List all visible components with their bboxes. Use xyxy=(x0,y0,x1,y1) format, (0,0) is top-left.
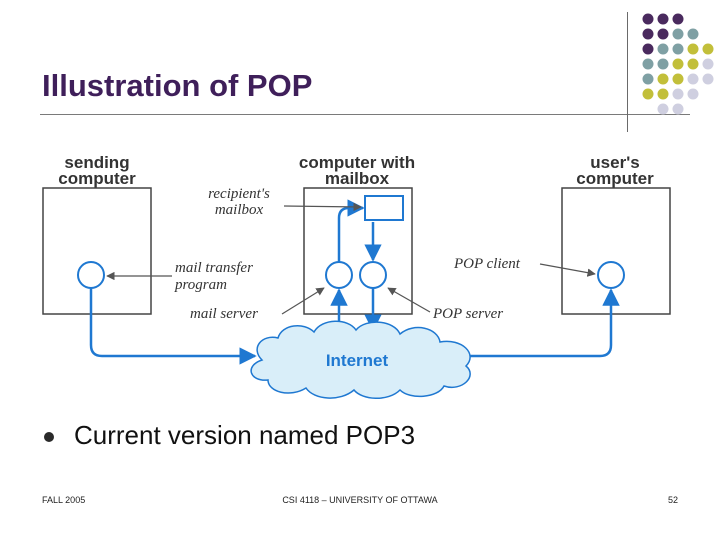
mail-server-circle xyxy=(325,261,353,289)
dot-grid-row-2 xyxy=(642,28,699,40)
mail-transfer-program-label: mail transfer xyxy=(175,260,253,276)
mailbox-computer-label-2: mailbox xyxy=(325,169,390,188)
footer-course: CSI 4118 – UNIVERSITY OF OTTAWA xyxy=(282,495,438,505)
mail-server-pointer xyxy=(281,287,325,315)
bullet-item: Current version named POP3 xyxy=(44,420,415,451)
pop-client-pointer xyxy=(539,263,596,277)
user-computer-label: user's xyxy=(590,153,639,172)
pop-server-pointer xyxy=(387,287,431,313)
recipient-mailbox-pointer xyxy=(283,202,362,212)
title-underline xyxy=(40,114,690,115)
user-computer-label-2: computer xyxy=(576,169,654,188)
slide-title: Illustration of POP xyxy=(42,68,313,103)
recipient-mailbox-icon xyxy=(364,195,404,221)
mail-server-label: mail server xyxy=(190,306,258,322)
footer-page-number: 52 xyxy=(667,495,678,505)
sending-computer-label: sending xyxy=(64,153,129,172)
dot-grid-row-6 xyxy=(642,88,699,100)
footer-date: FALL 2005 xyxy=(42,495,86,505)
pop-client-circle xyxy=(597,261,625,289)
internet-to-client-line xyxy=(470,288,620,358)
mail-transfer-program-label-2: program xyxy=(174,277,227,293)
pop-diagram: sending computer computer with mailbox u… xyxy=(42,153,671,399)
decor-dot-grid xyxy=(642,13,714,115)
dot-grid-row-1 xyxy=(642,13,684,25)
user-computer-box xyxy=(561,187,671,315)
sending-computer-label-2: computer xyxy=(58,169,136,188)
mailserver-to-mailbox-line xyxy=(337,199,365,262)
recipient-mailbox-label-2: mailbox xyxy=(215,202,264,218)
pop-client-label: POP client xyxy=(453,256,521,272)
pop-server-label: POP server xyxy=(432,306,503,322)
internet-label: Internet xyxy=(326,351,389,370)
send-to-internet-line xyxy=(89,288,257,365)
dot-grid-row-7 xyxy=(657,103,684,115)
pop-server-circle xyxy=(359,261,387,289)
bullet-icon xyxy=(44,431,54,442)
mail-transfer-program-circle xyxy=(77,261,105,289)
mailbox-computer-label: computer with xyxy=(299,153,415,172)
internet-cloud xyxy=(250,320,471,399)
dot-grid-row-5 xyxy=(642,73,714,85)
decor-vertical-line xyxy=(627,12,628,132)
bullet-text: Current version named POP3 xyxy=(74,420,416,450)
dot-grid-row-3 xyxy=(642,43,714,55)
dot-grid-row-4 xyxy=(642,58,714,70)
sending-computer-box xyxy=(42,187,152,315)
recipient-mailbox-label: recipient's xyxy=(208,186,270,202)
